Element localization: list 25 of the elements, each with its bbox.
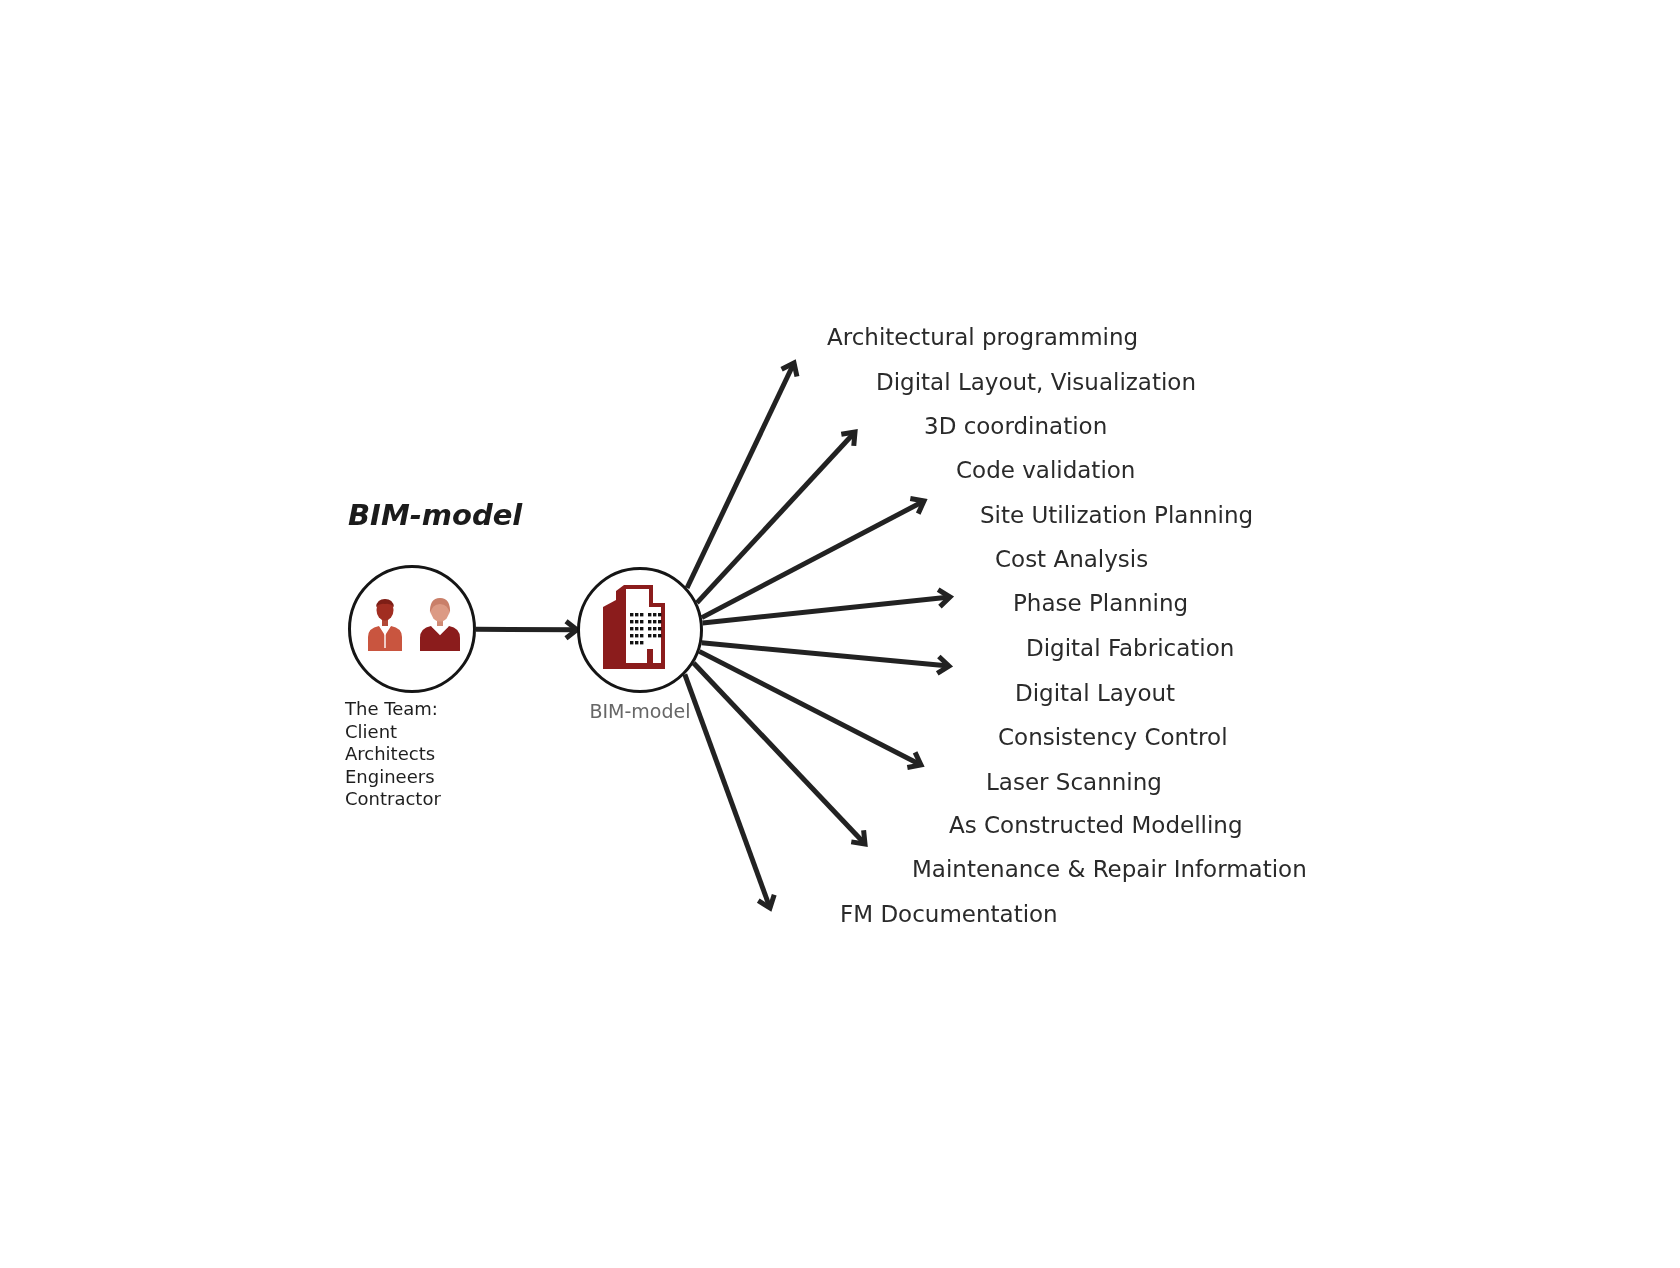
item-label: Laser Scanning (986, 768, 1162, 796)
item-label: Digital Layout, Visualization (876, 368, 1196, 396)
arrow (700, 496, 927, 620)
item-label: As Constructed Modelling (949, 811, 1243, 839)
node-caption: BIM-model (589, 700, 691, 723)
arrow (691, 661, 868, 847)
item-label: Phase Planning (1013, 589, 1189, 617)
item-label: 3D coordination (924, 412, 1108, 440)
item-label: Code validation (956, 456, 1136, 484)
item-label: FM Documentation (840, 900, 1058, 928)
item-label: Digital Layout (1015, 679, 1176, 707)
arrow (698, 649, 924, 771)
item-label: Architectural programming (827, 323, 1139, 351)
arrow (701, 640, 952, 676)
node-caption: The Team: Client Architects Engineers Contractor (345, 698, 442, 811)
item-label: Maintenance & Repair Information (912, 855, 1307, 883)
item-label: Site Utilization Planning (980, 501, 1254, 529)
item-label: Digital Fabrication (1026, 634, 1235, 662)
title: BIM-model (348, 498, 523, 532)
arrow (702, 587, 953, 626)
item-label: Cost Analysis (995, 545, 1149, 573)
arrow (682, 673, 777, 911)
arrow (684, 360, 800, 590)
arrow (695, 429, 858, 605)
item-label: Consistency Control (998, 723, 1228, 751)
